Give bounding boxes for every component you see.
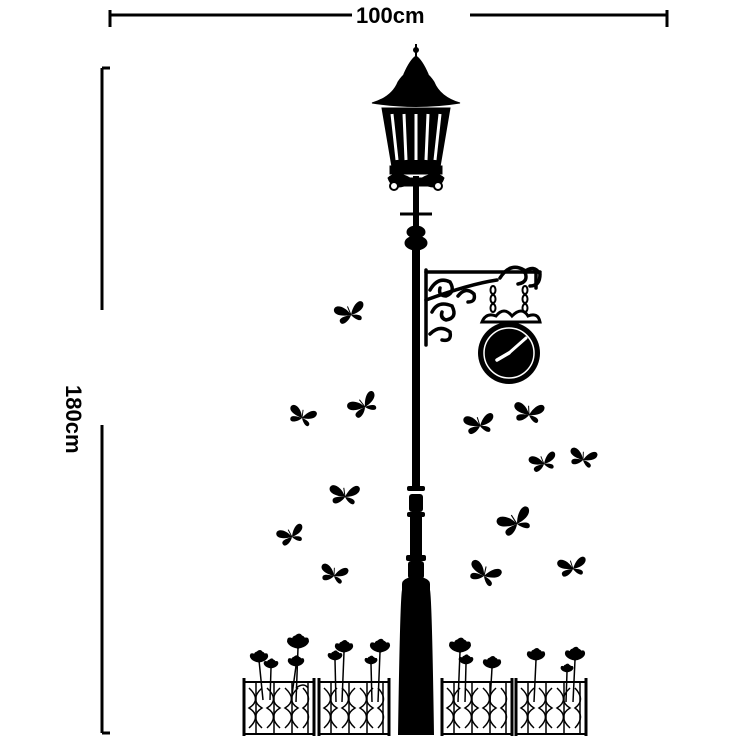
height-dimension-label: 180cm	[61, 385, 86, 454]
clock-minute-hand	[507, 336, 528, 355]
fence-icon	[514, 676, 588, 738]
butterfly-icon	[344, 389, 382, 421]
height-dimension-line	[100, 66, 110, 735]
butterfly-icon	[511, 399, 546, 426]
fence-icon	[242, 676, 316, 738]
clock-chains	[489, 285, 529, 313]
butterfly-icon	[556, 555, 588, 578]
width-dimension-label: 100cm	[356, 3, 425, 28]
butterfly-icon	[566, 445, 599, 471]
butterfly-icon	[317, 561, 350, 587]
butterfly-icon	[285, 402, 319, 429]
width-dimension-line	[108, 10, 669, 27]
clock-hour-hand	[495, 351, 511, 362]
clock-icon	[478, 309, 542, 384]
butterfly-icon	[494, 504, 536, 539]
flower-icon	[526, 646, 586, 703]
flower-icon	[449, 637, 502, 703]
street-lamp-icon	[371, 44, 461, 735]
clock-bracket	[424, 265, 542, 347]
butterfly-icon	[332, 300, 367, 326]
flower-icon	[327, 638, 391, 703]
fence-icon	[440, 676, 514, 738]
butterfly-icon	[462, 412, 496, 436]
butterflies	[274, 300, 599, 590]
butterfly-icon	[274, 522, 307, 548]
butterfly-icon	[464, 556, 504, 590]
butterfly-icon	[527, 450, 559, 474]
butterfly-icon	[327, 483, 361, 506]
